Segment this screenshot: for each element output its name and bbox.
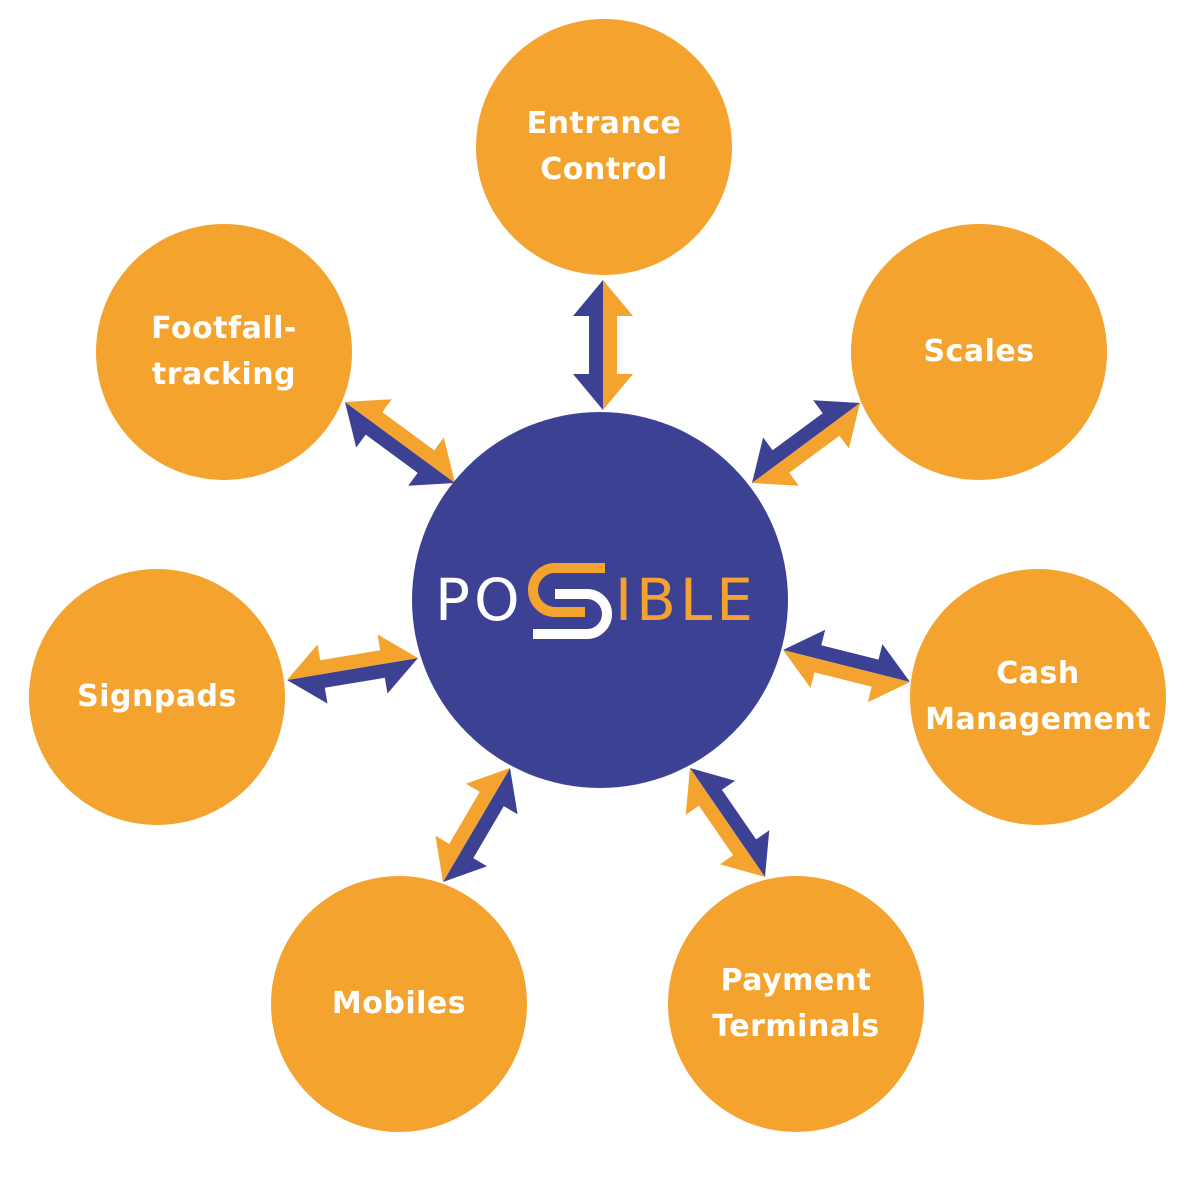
double-arrow-icon: [783, 650, 910, 703]
node-scales: Scales: [851, 224, 1107, 480]
node-label: Signpads: [77, 679, 237, 714]
double-arrow-icon: [287, 634, 418, 680]
double-arrow-icon: [685, 768, 765, 877]
node-cash-management: Cash Management: [910, 569, 1166, 825]
node-mobiles: Mobiles: [271, 876, 527, 1132]
double-arrow-icon: [752, 400, 860, 483]
node-entrance-control: Entrance Control: [476, 19, 732, 275]
double-arrow-icon: [573, 280, 603, 410]
double-arrow-icon: [752, 403, 860, 486]
double-arrow-icon: [435, 768, 510, 882]
double-arrow-icon: [443, 768, 518, 882]
logo-right-text: IBLE: [615, 566, 757, 634]
node-label: Cash Management: [925, 656, 1151, 737]
node-label: Entrance Control: [526, 106, 682, 187]
logo-left-text: PO: [435, 566, 524, 634]
node-signpads: Signpads: [29, 569, 285, 825]
node-label: Footfall- tracking: [151, 311, 297, 392]
node-label: Mobiles: [331, 986, 467, 1021]
node-payment-terminals: Payment Terminals: [668, 876, 924, 1132]
double-arrow-icon: [783, 629, 910, 682]
possible-logo: PO IBLE: [435, 560, 775, 640]
logo-s-mark: [528, 563, 612, 639]
node-label: Payment Terminals: [712, 963, 880, 1044]
double-arrow-icon: [690, 768, 770, 877]
node-label: Scales: [923, 334, 1035, 369]
node-footfall-tracking: Footfall- tracking: [96, 224, 352, 480]
double-arrow-icon: [345, 402, 455, 486]
double-arrow-icon: [287, 658, 418, 704]
double-arrow-icon: [603, 280, 633, 410]
double-arrow-icon: [345, 399, 455, 483]
